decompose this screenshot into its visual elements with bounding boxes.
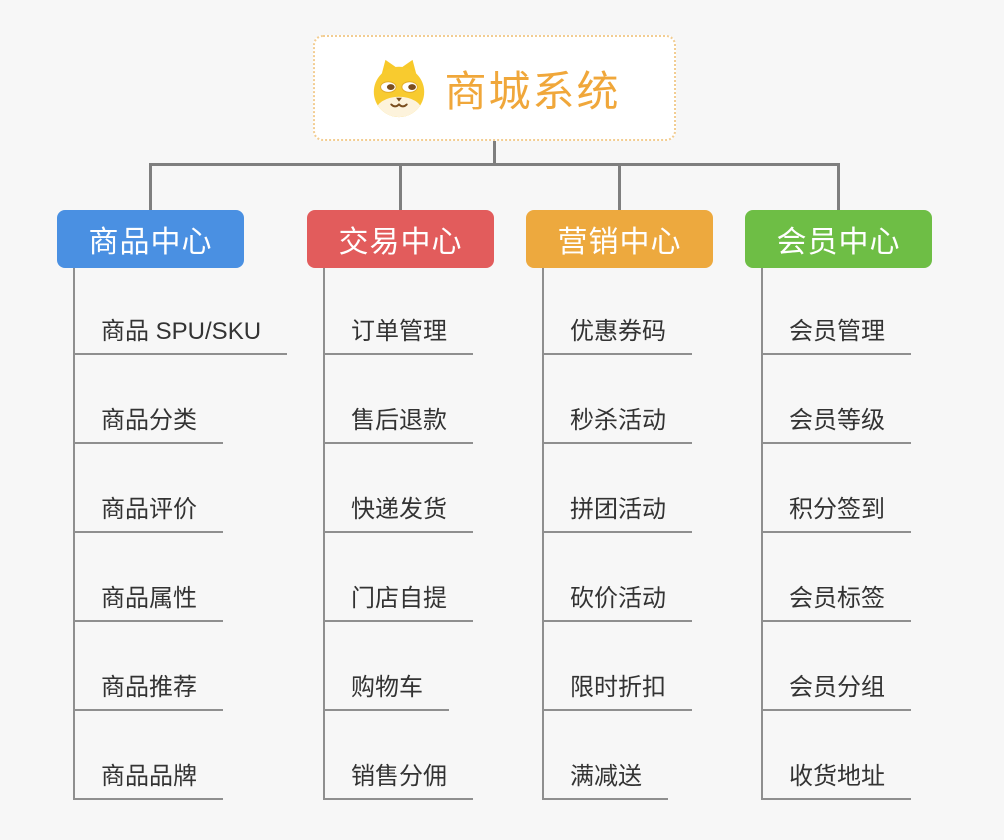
mindmap-leaf-node[interactable]: 购物车 (325, 622, 494, 711)
leaf-label: 商品属性 (75, 578, 223, 622)
connector-horizontal-line (149, 163, 840, 166)
leaf-label: 快递发货 (325, 489, 473, 533)
root-node[interactable]: 商城系统 (313, 35, 676, 141)
mindmap-leaf-node[interactable]: 商品 SPU/SKU (75, 268, 288, 355)
branch-children-group: 会员管理 会员等级 积分签到 会员标签 会员分组 收货地址 (761, 268, 932, 800)
connector-branch-stub (837, 164, 840, 210)
mindmap-leaf-node[interactable]: 快递发货 (325, 444, 494, 533)
mindmap-leaf-node[interactable]: 会员分组 (763, 622, 932, 711)
mindmap-leaf-node[interactable]: 会员标签 (763, 533, 932, 622)
leaf-label: 商品分类 (75, 400, 223, 444)
leaf-label: 拼团活动 (544, 489, 692, 533)
connector-branch-stub (399, 164, 402, 210)
connector-branch-stub (618, 164, 621, 210)
leaf-label: 满减送 (544, 756, 668, 800)
mindmap-leaf-node[interactable]: 会员管理 (763, 268, 932, 355)
leaf-label: 限时折扣 (544, 667, 692, 711)
leaf-label: 商品评价 (75, 489, 223, 533)
branch-column: 会员中心 会员管理 会员等级 积分签到 会员标签 会员分组 收货地址 (745, 210, 932, 800)
mindmap-leaf-node[interactable]: 门店自提 (325, 533, 494, 622)
leaf-label: 积分签到 (763, 489, 911, 533)
branch-header[interactable]: 营销中心 (526, 210, 713, 268)
mindmap-leaf-node[interactable]: 收货地址 (763, 711, 932, 800)
mindmap-leaf-node[interactable]: 积分签到 (763, 444, 932, 533)
leaf-label: 会员标签 (763, 578, 911, 622)
mindmap-leaf-node[interactable]: 砍价活动 (544, 533, 713, 622)
branch-header[interactable]: 商品中心 (57, 210, 244, 268)
branch-header-label: 营销中心 (557, 226, 682, 259)
mindmap-leaf-node[interactable]: 商品品牌 (75, 711, 287, 800)
leaf-label: 商品推荐 (75, 667, 223, 711)
branch-header[interactable]: 会员中心 (745, 210, 932, 268)
mindmap-leaf-node[interactable]: 秒杀活动 (544, 355, 713, 444)
branch-column: 交易中心 订单管理 售后退款 快递发货 门店自提 购物车 销售分佣 (307, 210, 494, 800)
leaf-label: 商品 SPU/SKU (75, 311, 288, 355)
branch-children-group: 订单管理 售后退款 快递发货 门店自提 购物车 销售分佣 (323, 268, 494, 800)
mindmap-leaf-node[interactable]: 限时折扣 (544, 622, 713, 711)
branch-children-group: 优惠券码 秒杀活动 拼团活动 砍价活动 限时折扣 满减送 (542, 268, 713, 800)
branch-header-label: 商品中心 (88, 226, 213, 259)
branch-header[interactable]: 交易中心 (307, 210, 494, 268)
root-title: 商城系统 (444, 67, 621, 115)
leaf-label: 会员等级 (763, 400, 911, 444)
leaf-label: 优惠券码 (544, 311, 692, 355)
mindmap-leaf-node[interactable]: 会员等级 (763, 355, 932, 444)
mindmap-leaf-node[interactable]: 拼团活动 (544, 444, 713, 533)
mindmap-leaf-node[interactable]: 商品属性 (75, 533, 287, 622)
mindmap-leaf-node[interactable]: 商品分类 (75, 355, 287, 444)
branch-column: 商品中心 商品 SPU/SKU 商品分类 商品评价 商品属性 商品推荐 商品品牌 (57, 210, 288, 800)
mindmap-leaf-node[interactable]: 售后退款 (325, 355, 494, 444)
mindmap-leaf-node[interactable]: 商品评价 (75, 444, 287, 533)
dog-face-icon (368, 57, 430, 119)
leaf-label: 秒杀活动 (544, 400, 692, 444)
connector-branch-stub (149, 164, 152, 210)
mindmap-leaf-node[interactable]: 商品推荐 (75, 622, 287, 711)
branch-header-label: 交易中心 (338, 226, 463, 259)
leaf-label: 商品品牌 (75, 756, 223, 800)
mindmap-leaf-node[interactable]: 订单管理 (325, 268, 494, 355)
branch-column: 营销中心 优惠券码 秒杀活动 拼团活动 砍价活动 限时折扣 满减送 (526, 210, 713, 800)
leaf-label: 会员管理 (763, 311, 911, 355)
connector-root-stub (493, 141, 496, 164)
leaf-label: 收货地址 (763, 756, 911, 800)
leaf-label: 售后退款 (325, 400, 473, 444)
leaf-label: 销售分佣 (325, 756, 473, 800)
mindmap-leaf-node[interactable]: 满减送 (544, 711, 713, 800)
mindmap-leaf-node[interactable]: 优惠券码 (544, 268, 713, 355)
leaf-label: 砍价活动 (544, 578, 692, 622)
branch-children-group: 商品 SPU/SKU 商品分类 商品评价 商品属性 商品推荐 商品品牌 (73, 268, 288, 800)
leaf-label: 门店自提 (325, 578, 473, 622)
mindmap-leaf-node[interactable]: 销售分佣 (325, 711, 494, 800)
leaf-label: 购物车 (325, 667, 449, 711)
leaf-label: 订单管理 (325, 311, 473, 355)
branch-header-label: 会员中心 (776, 226, 901, 259)
leaf-label: 会员分组 (763, 667, 911, 711)
